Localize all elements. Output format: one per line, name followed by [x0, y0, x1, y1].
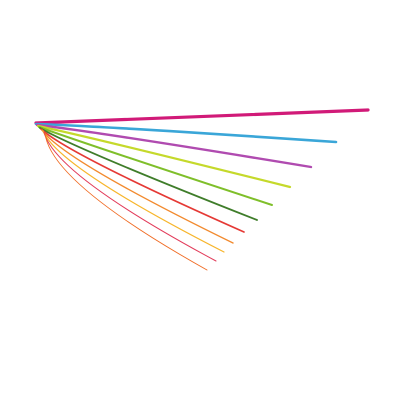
ray-line-2 [34, 122, 338, 144]
ray-line-9 [42, 130, 225, 253]
ray-line-10 [43, 131, 217, 262]
ray-line-3 [35, 123, 313, 169]
ray-line-11 [44, 132, 208, 271]
ray-line-1 [34, 108, 370, 125]
ray-line-7 [40, 128, 245, 233]
ray-line-6 [39, 127, 258, 221]
ray-line-8 [41, 129, 234, 244]
ray-line-4 [36, 124, 292, 189]
ray-line-5 [38, 126, 273, 206]
